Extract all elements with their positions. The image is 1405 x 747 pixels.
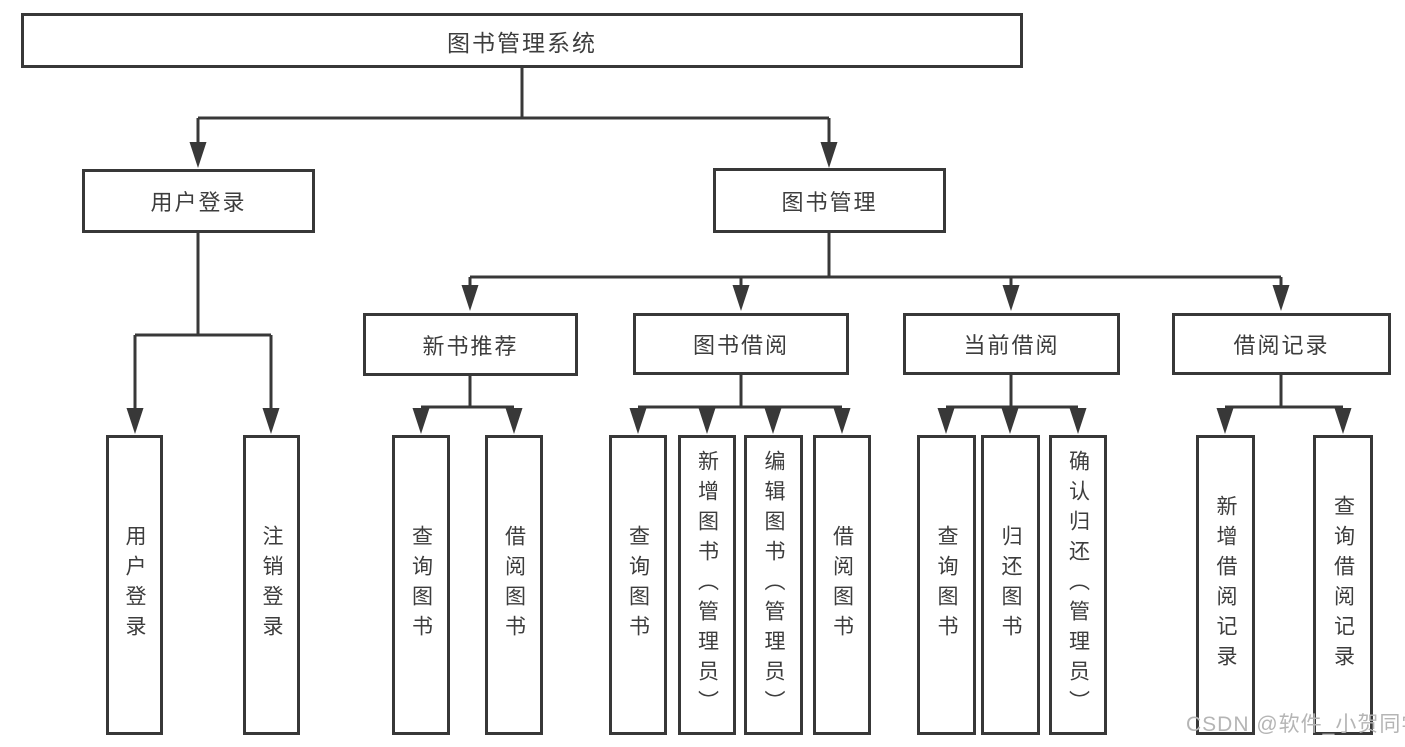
node-label: 查询图书 (935, 525, 958, 645)
node-label: 用户登录 (123, 525, 146, 645)
leaf-return-books: 归还图书 (981, 435, 1040, 735)
node-label: 借阅图书 (502, 525, 526, 645)
node-label: 新增借阅记录 (1214, 495, 1237, 675)
node-label: 借阅图书 (830, 525, 854, 645)
node-label: 归还图书 (999, 525, 1022, 645)
leaf-logout: 注销登录 (243, 435, 300, 735)
node-label: 注销登录 (260, 525, 283, 645)
node-label: 用户登录 (150, 190, 247, 215)
node-new-book-recommendation: 新书推荐 (363, 313, 578, 376)
node-label: 图书管理系统 (447, 29, 597, 56)
node-user-login: 用户登录 (82, 169, 315, 233)
node-label: 查询图书 (409, 525, 433, 645)
node-label: 新增图书（管理员） (695, 450, 719, 720)
node-label: 当前借阅 (963, 333, 1060, 358)
leaf-add-borrow-record: 新增借阅记录 (1196, 435, 1255, 735)
leaf-edit-books-admin: 编辑图书（管理员） (744, 435, 803, 735)
node-current-borrowing: 当前借阅 (903, 313, 1120, 375)
leaf-borrow-books-recommend: 借阅图书 (485, 435, 543, 735)
node-label: 编辑图书（管理员） (762, 450, 785, 720)
leaf-query-books-current: 查询图书 (917, 435, 976, 735)
leaf-query-borrow-record: 查询借阅记录 (1313, 435, 1373, 735)
node-label: 查询图书 (626, 525, 650, 645)
arrowheads (126, 142, 1352, 434)
leaf-confirm-return-admin: 确认归还（管理员） (1049, 435, 1107, 735)
leaf-query-books-recommend: 查询图书 (392, 435, 450, 735)
node-borrowing-records: 借阅记录 (1172, 313, 1391, 375)
node-label: 图书借阅 (692, 333, 789, 358)
node-label: 借阅记录 (1233, 333, 1330, 358)
node-book-borrowing: 图书借阅 (633, 313, 849, 375)
leaf-add-books-admin: 新增图书（管理员） (678, 435, 736, 735)
node-label: 查询借阅记录 (1331, 495, 1355, 675)
csdn-watermark: CSDN @软件_小贺同学 (1186, 713, 1405, 736)
leaf-query-books-borrowing: 查询图书 (609, 435, 667, 735)
node-label: 图书管理 (781, 189, 878, 215)
leaf-borrow-books: 借阅图书 (813, 435, 871, 735)
node-label: 确认归还（管理员） (1066, 450, 1090, 720)
node-library-management-system: 图书管理系统 (21, 13, 1023, 68)
node-label: 新书推荐 (422, 333, 519, 359)
node-book-management: 图书管理 (713, 168, 946, 233)
leaf-user-login: 用户登录 (106, 435, 163, 735)
